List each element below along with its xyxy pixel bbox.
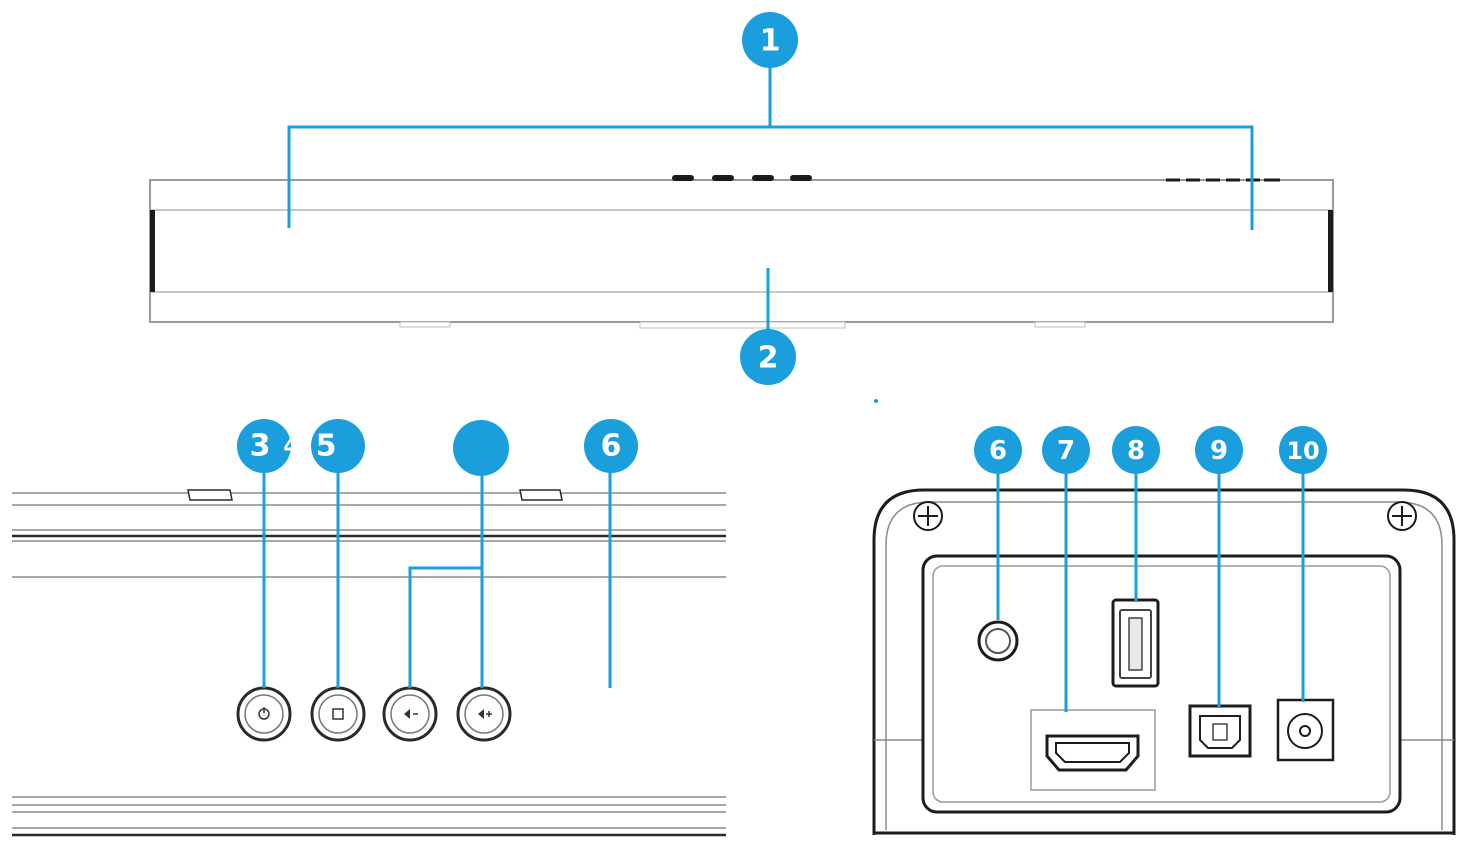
soundbar-body xyxy=(149,179,1334,323)
leader-lines-rear xyxy=(996,470,1305,712)
screw-icon xyxy=(1387,501,1417,531)
callout-7-label: 7 xyxy=(1057,436,1075,466)
dc-in-icon xyxy=(1276,698,1335,762)
aux-jack-icon xyxy=(977,620,1019,662)
leader-lines-controls xyxy=(262,470,612,688)
port-recess xyxy=(921,554,1402,814)
top-button xyxy=(790,175,812,181)
control-panel-view xyxy=(12,489,726,837)
callout-1-label: 1 xyxy=(760,24,781,59)
callout-5: 5 xyxy=(311,419,365,473)
top-button xyxy=(752,175,774,181)
rear-panel-view xyxy=(872,488,1456,835)
hdmi-port-icon xyxy=(1030,709,1156,791)
callout-4: 4 xyxy=(283,435,298,460)
mount-clip xyxy=(187,489,233,501)
callout-blank xyxy=(453,420,509,476)
callout-3: 3 xyxy=(237,419,291,473)
volume-up-icon xyxy=(456,686,512,742)
top-button xyxy=(712,175,734,181)
leader-line-volume xyxy=(408,566,482,688)
control-panel-lines xyxy=(12,492,726,829)
mount-clip xyxy=(519,489,563,501)
callout-9: 9 xyxy=(1195,426,1243,474)
screw-icon xyxy=(913,501,943,531)
callout-2: 2 xyxy=(740,329,796,385)
callout-6-side-label: 6 xyxy=(601,429,622,464)
callout-8: 8 xyxy=(1112,426,1160,474)
source-icon xyxy=(310,686,366,742)
callout-6-rear: 6 xyxy=(974,426,1022,474)
callout-6-rear-label: 6 xyxy=(989,436,1007,466)
soundbar-right-cap xyxy=(1328,210,1333,292)
optical-port-icon xyxy=(1188,704,1252,758)
callout-3-label: 3 xyxy=(250,429,271,464)
leader-lines-top xyxy=(287,60,1254,335)
callout-9-label: 9 xyxy=(1210,436,1228,466)
soundbar-left-cap xyxy=(150,210,155,292)
callout-1: 1 xyxy=(742,12,798,68)
soundbar-foot xyxy=(399,321,451,328)
callout-10-label: 10 xyxy=(1286,437,1319,465)
port-recess-inner xyxy=(932,565,1391,803)
power-icon xyxy=(236,686,292,742)
callout-6-side: 6 xyxy=(584,419,638,473)
callout-5-label: 5 xyxy=(316,429,337,464)
callout-7: 7 xyxy=(1042,426,1090,474)
callout-4-label: 4 xyxy=(283,435,298,460)
callout-8-label: 8 xyxy=(1127,436,1145,466)
callout-10: 10 xyxy=(1279,426,1327,474)
soundbar-front-view xyxy=(149,175,1334,329)
soundbar-foot xyxy=(1034,321,1086,328)
callout-2-label: 2 xyxy=(758,341,779,376)
soundbar-bottom-panel xyxy=(639,321,846,329)
usb-port-icon xyxy=(1111,598,1160,688)
rear-panel-inner-edge xyxy=(885,501,1443,830)
top-button xyxy=(672,175,694,181)
stray-dot xyxy=(874,399,878,403)
volume-down-icon xyxy=(382,686,438,742)
